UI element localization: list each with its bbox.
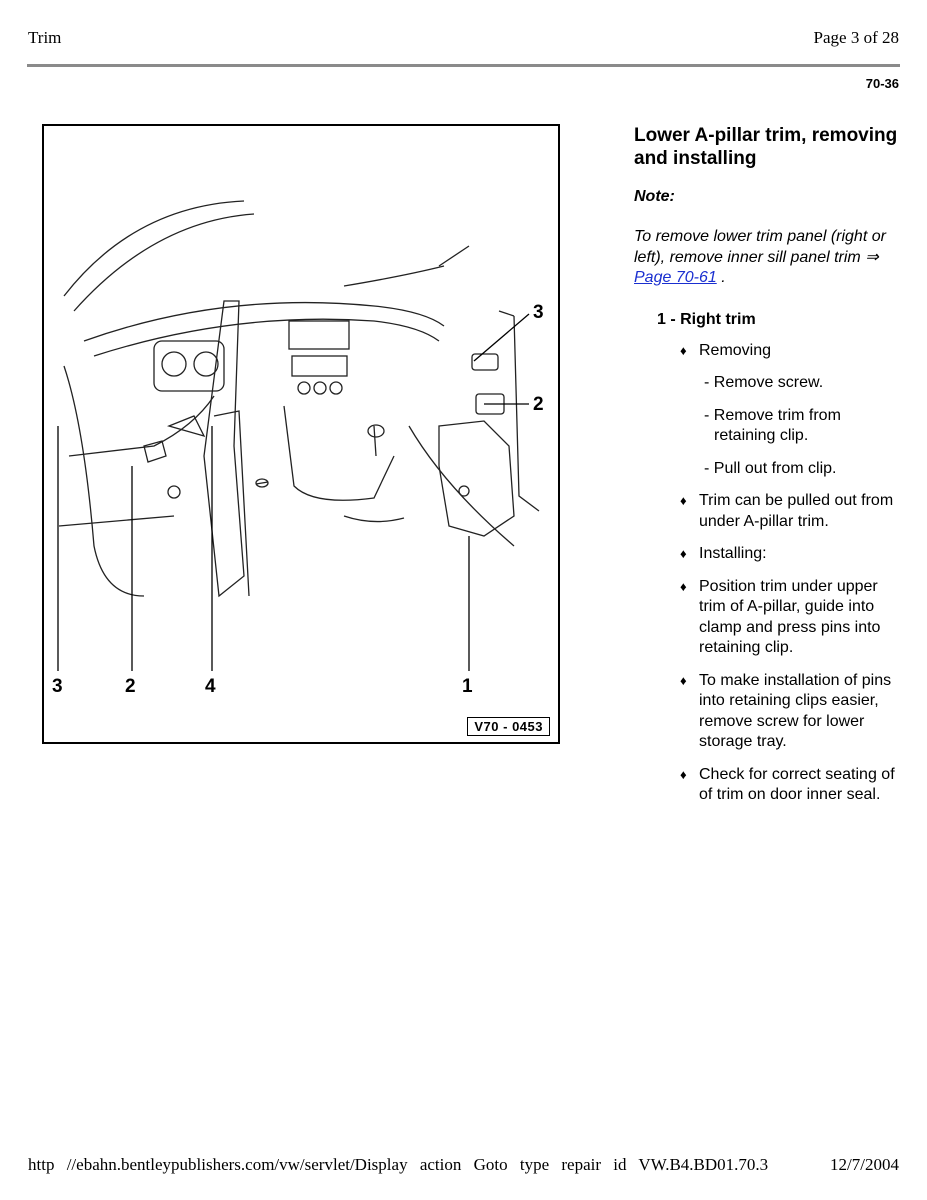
note-text: To remove lower trim panel (right or lef…	[634, 227, 904, 289]
diamond-bullet-icon: ♦	[680, 342, 687, 358]
note-end: .	[721, 269, 726, 286]
trim-diagram: 3 2 4 1 3 2 V70 - 0453	[42, 124, 560, 744]
right-arrow-icon: ⇒	[865, 248, 879, 266]
header-divider	[27, 64, 900, 67]
bullet-text: Position trim under upper trim of A-pill…	[699, 577, 881, 657]
note-body-text: To remove lower trim panel (right or lef…	[634, 228, 886, 266]
callout-4: 4	[205, 676, 216, 697]
page-code: 70-36	[865, 76, 899, 91]
bullet-text: Check for correct seating of of trim on …	[699, 765, 895, 804]
callout-2-left: 2	[125, 676, 136, 697]
step-remove-trim: - Remove trim from retaining clip.	[704, 406, 841, 445]
diamond-bullet-icon: ♦	[680, 546, 687, 561]
section-title: Lower A-pillar trim, removing and instal…	[634, 125, 898, 169]
diamond-bullet-icon: ♦	[680, 766, 687, 782]
bullet-installation-tip: ♦ To make installation of pins into reta…	[680, 671, 904, 753]
step-pull-out: - Pull out from clip.	[704, 459, 837, 477]
callout-3-left: 3	[52, 676, 63, 697]
step-remove-screw: - Remove screw.	[704, 374, 824, 391]
diamond-bullet-icon: ♦	[680, 578, 687, 594]
bullet-text: To make installation of pins into retain…	[699, 671, 892, 751]
figure-reference: V70 - 0453	[467, 717, 550, 736]
footer-url: http //ebahn.bentleypublishers.com/vw/se…	[28, 1155, 769, 1174]
diamond-bullet-icon: ♦	[680, 493, 687, 508]
page-counter: Page 3 of 28	[813, 28, 899, 47]
diamond-bullet-icon: ♦	[680, 672, 687, 688]
bullet-removing: ♦ Removing	[680, 341, 904, 362]
bullet-pull-out: ♦ Trim can be pulled out from under A-pi…	[680, 491, 904, 532]
note-heading: Note:	[634, 188, 675, 205]
bullet-installing: ♦ Installing:	[680, 544, 904, 565]
header-title: Trim	[28, 28, 62, 47]
callout-2-right: 2	[533, 394, 544, 415]
callout-3-right: 3	[533, 302, 544, 323]
page-link[interactable]: Page 70-61	[634, 269, 717, 286]
instructions-column: Lower A-pillar trim, removing and instal…	[634, 124, 904, 818]
footer-date: 12/7/2004	[830, 1155, 899, 1174]
bullet-check-seating: ♦ Check for correct seating of of trim o…	[680, 765, 904, 806]
bullet-text: Installing:	[699, 545, 767, 562]
dashboard-illustration	[57, 200, 540, 671]
bullet-position: ♦ Position trim under upper trim of A-pi…	[680, 577, 904, 659]
item-heading: 1 - Right trim	[657, 310, 756, 328]
bullet-text: Removing	[699, 341, 772, 359]
callout-1: 1	[462, 676, 473, 697]
bullet-text: Trim can be pulled out from under A-pill…	[699, 492, 894, 530]
